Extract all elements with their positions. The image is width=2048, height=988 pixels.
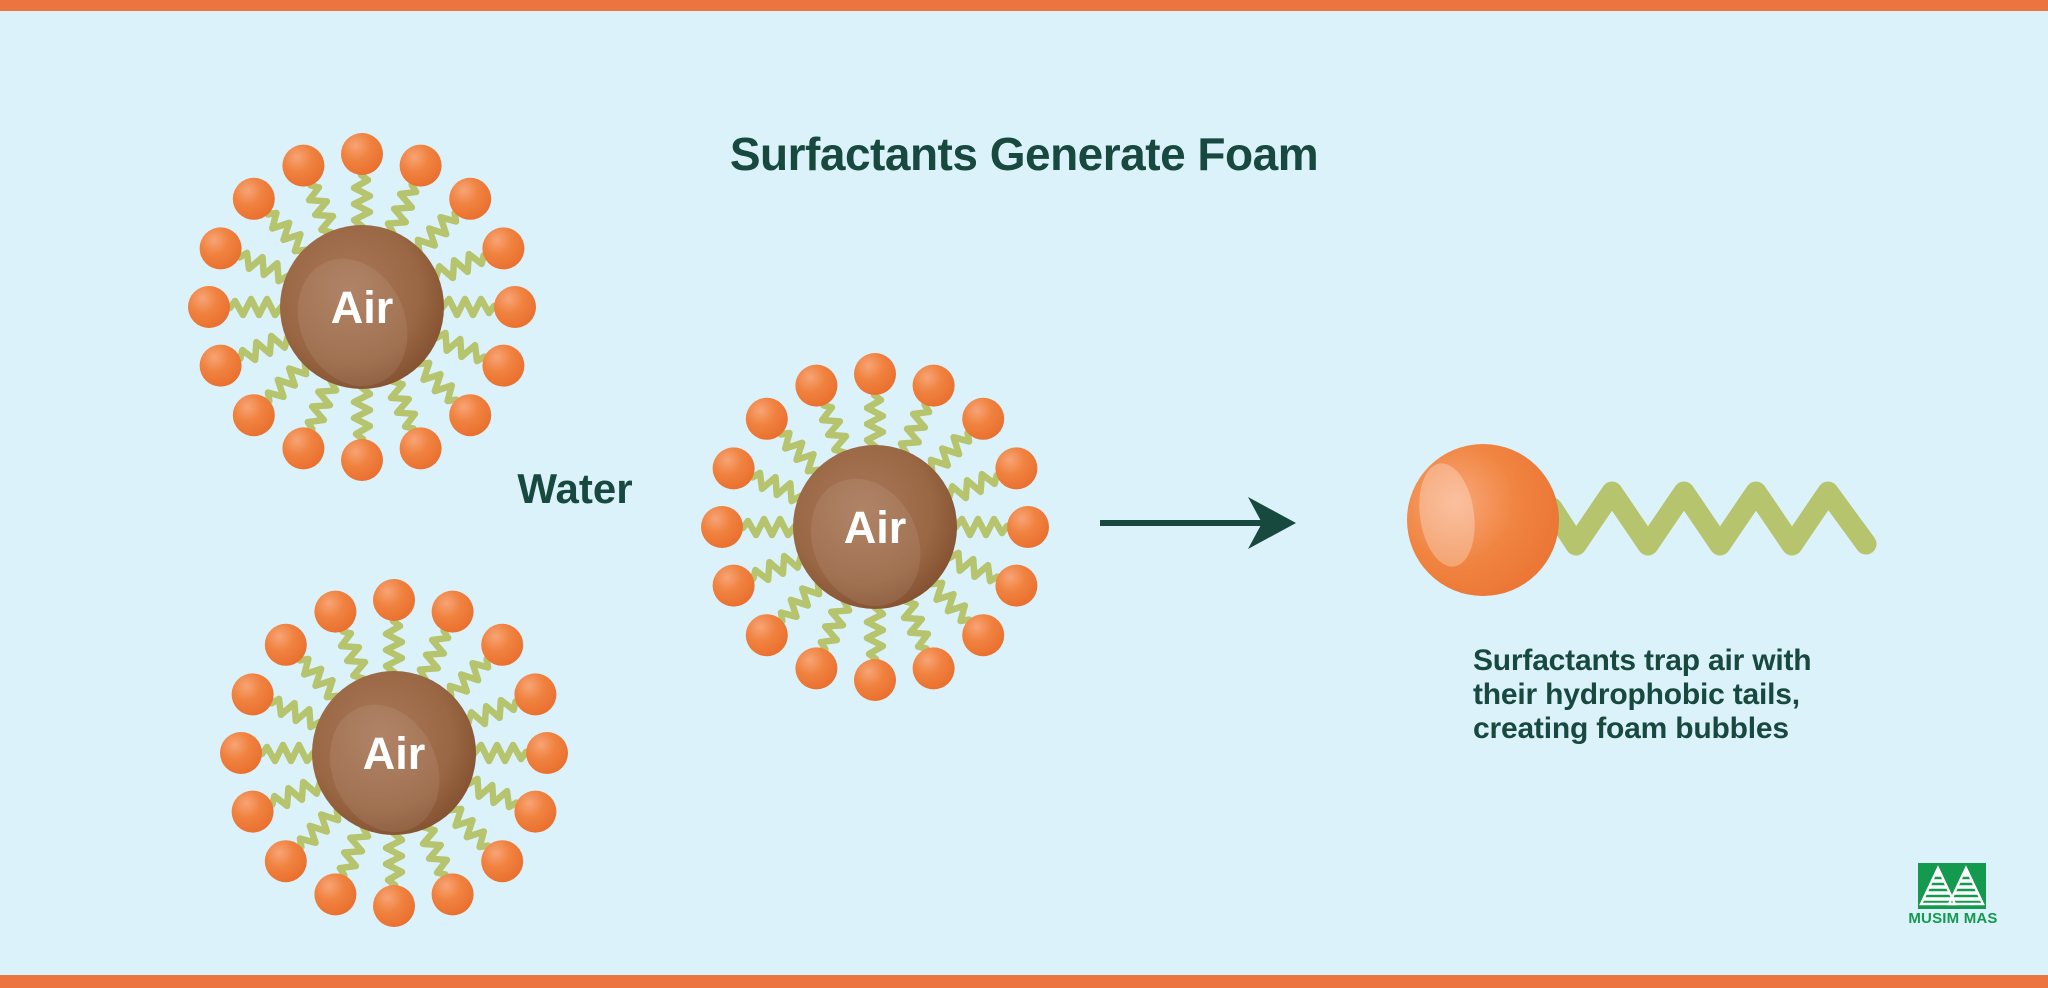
water-label: Water — [517, 465, 633, 512]
hydrophilic-head — [1407, 444, 1559, 596]
caption-text: Surfactants trap air with their hydropho… — [1473, 644, 1812, 745]
air-label: Air — [363, 728, 426, 779]
musim-mas-logo-icon — [1918, 863, 1986, 909]
surfactant-molecule — [1407, 444, 1877, 596]
hydrophobic-tail — [1541, 481, 1877, 556]
air-label: Air — [844, 502, 907, 553]
arrow-icon — [1100, 497, 1296, 549]
air-label: Air — [331, 282, 394, 333]
bottom-border — [0, 975, 2048, 988]
logo-wordmark: MUSIM MAS — [1908, 910, 1998, 927]
top-border — [0, 0, 2048, 11]
page-title: Surfactants Generate Foam — [729, 128, 1319, 180]
